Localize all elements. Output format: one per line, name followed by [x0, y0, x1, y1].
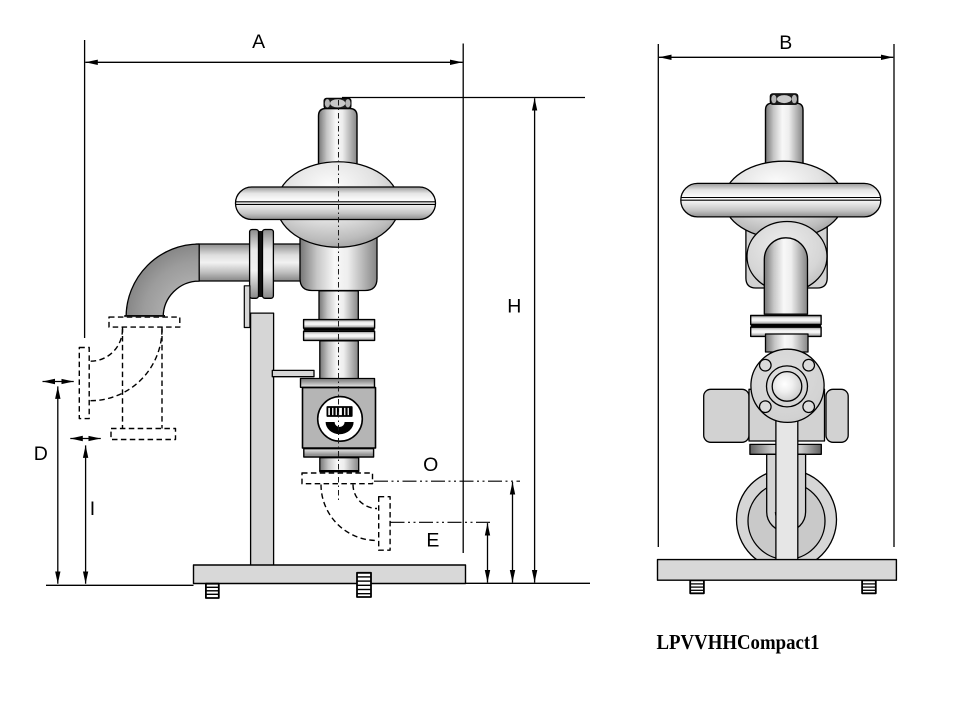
svg-text:LPVVHHCompact1: LPVVHHCompact1	[657, 632, 820, 654]
svg-text:H: H	[507, 296, 521, 318]
svg-text:B: B	[779, 32, 792, 54]
svg-text:E: E	[426, 530, 439, 552]
svg-text:O: O	[423, 454, 438, 476]
svg-text:A: A	[252, 31, 265, 53]
svg-text:D: D	[34, 443, 48, 465]
svg-text:I: I	[90, 498, 95, 520]
